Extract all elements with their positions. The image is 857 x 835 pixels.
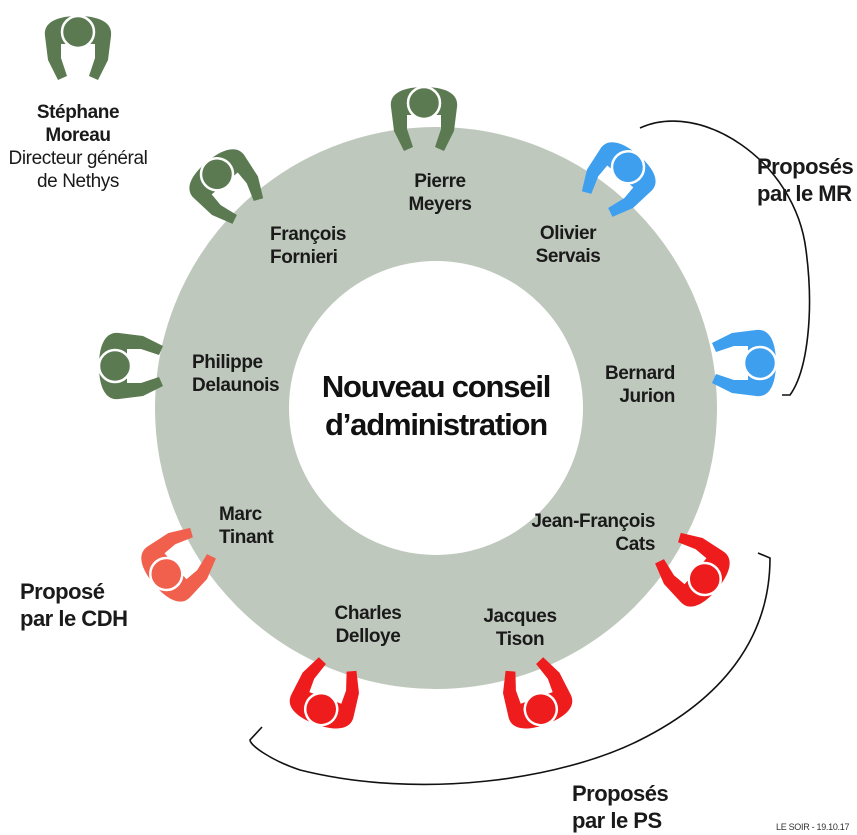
person-icon-jean-francois-cats: [655, 532, 730, 607]
group-label-line-2: par le MR: [757, 181, 852, 206]
table-ring: [155, 127, 717, 689]
person-icon-philippe-delaunois: [97, 332, 163, 400]
member-name-line-1: Marc: [219, 504, 262, 525]
bracket-ps: [249, 552, 771, 786]
member-name-line-1: Bernard: [604, 363, 675, 384]
member-name-line-2: Tison: [495, 629, 545, 650]
member-name-line-2: Cats: [615, 534, 655, 555]
member-label-francois-fornieri: François Fornieri: [270, 223, 380, 269]
person-icon-olivier-servais: [581, 142, 656, 217]
person-icon-charles-delloye: [289, 657, 359, 729]
ceo-name-line-2: Moreau: [45, 125, 111, 146]
person-icon-bernard-jurion: [712, 329, 778, 397]
source-credit: LE SOIR - 19.10.17: [776, 822, 850, 832]
person-icon-marc-tinant: [141, 527, 216, 602]
group-label-ps: Proposés par le PS: [572, 780, 692, 834]
group-label-mr: Proposés par le MR: [757, 153, 857, 207]
group-label-line-2: par le CDH: [20, 606, 128, 631]
member-label-olivier-servais: Olivier Servais: [518, 222, 618, 268]
person-icon-francois-fornieri: [189, 149, 264, 224]
ceo-name-line-1: Stéphane: [36, 102, 120, 123]
group-label-line-1: Proposés: [572, 781, 669, 806]
member-name-line-2: Servais: [535, 246, 601, 267]
group-label-line-2: par le PS: [572, 808, 662, 833]
member-name-line-1: Jean-François: [531, 511, 655, 532]
group-label-cdh: Proposé par le CDH: [20, 578, 150, 632]
ceo-role-line-2: de Nethys: [37, 171, 119, 192]
member-name-line-1: Philippe: [192, 352, 263, 373]
member-label-bernard-jurion: Bernard Jurion: [575, 362, 675, 408]
board-title: Nouveau conseil d’administration: [300, 368, 572, 444]
member-name-line-1: Olivier: [539, 223, 597, 244]
member-label-marc-tinant: Marc Tinant: [219, 503, 319, 549]
member-name-line-2: Tinant: [219, 527, 274, 548]
member-name-line-1: Pierre: [414, 171, 466, 192]
board-title-line-1: Nouveau conseil: [321, 369, 552, 404]
ceo-label: Stéphane Moreau Directeur général de Net…: [8, 101, 148, 193]
member-name-line-2: Fornieri: [270, 247, 338, 268]
member-name-line-2: Jurion: [619, 386, 675, 407]
member-name-line-2: Delloye: [335, 626, 401, 647]
person-icon-jacques-tison: [503, 657, 573, 729]
member-label-pierre-meyers: Pierre Meyers: [390, 170, 490, 216]
member-name-line-2: Delaunois: [192, 375, 280, 396]
member-label-jean-francois-cats: Jean-François Cats: [510, 510, 655, 556]
board-title-line-2: d’administration: [325, 407, 548, 442]
bracket-mr: [639, 120, 811, 396]
person-icon-pierre-meyers: [390, 85, 458, 151]
member-name-line-2: Meyers: [408, 194, 472, 215]
member-label-jacques-tison: Jacques Tison: [470, 605, 570, 651]
member-label-charles-delloye: Charles Delloye: [318, 602, 418, 648]
ceo-role-line-1: Directeur général: [8, 148, 148, 169]
member-label-philippe-delaunois: Philippe Delaunois: [192, 351, 312, 397]
ceo-figure: [44, 14, 112, 80]
member-name-line-1: Charles: [334, 603, 402, 624]
group-label-line-1: Proposés: [757, 154, 854, 179]
member-name-line-1: François: [270, 224, 346, 245]
group-label-line-1: Proposé: [20, 579, 105, 604]
member-name-line-1: Jacques: [483, 606, 557, 627]
